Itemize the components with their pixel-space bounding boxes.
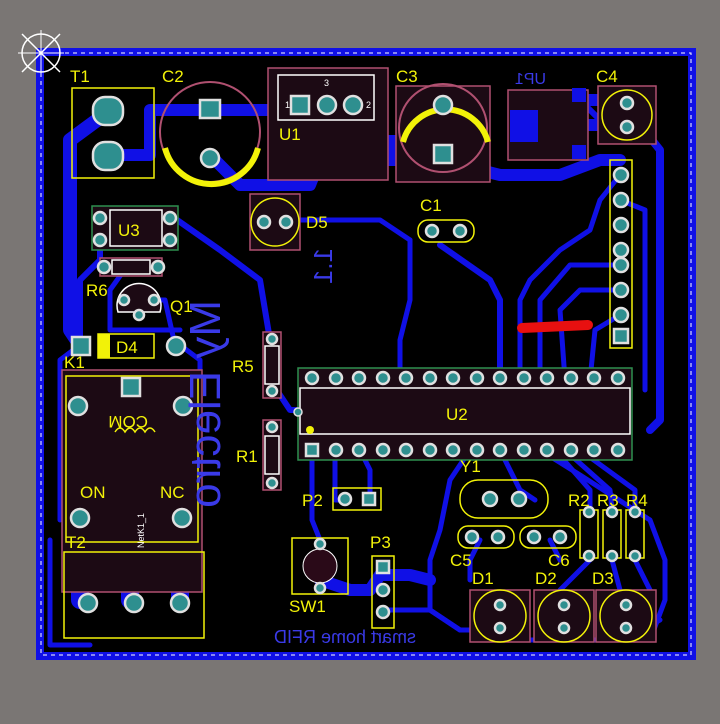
label-r5: R5 <box>232 357 254 376</box>
label-relay-com: COM <box>108 412 148 431</box>
via <box>293 407 303 417</box>
version-text-bottom-layer: 1.1 <box>308 248 338 284</box>
component-t2: T2 <box>63 533 205 639</box>
component-c1: C1 <box>417 196 475 243</box>
component-d2: D2 <box>533 569 595 643</box>
component-t1: T1 <box>70 67 155 179</box>
label-r6: R6 <box>86 281 108 300</box>
component-c2: C2 <box>159 67 261 188</box>
label-q1: Q1 <box>170 297 193 316</box>
label-r4: R4 <box>626 491 648 510</box>
component-d3: D3 <box>592 569 657 643</box>
label-sw1: SW1 <box>289 597 326 616</box>
label-d1: D1 <box>472 569 494 588</box>
keepout-outline <box>40 52 692 656</box>
label-u2: U2 <box>446 405 468 424</box>
label-c2: C2 <box>162 67 184 86</box>
label-r3: R3 <box>597 491 619 510</box>
brand-text-bottom-layer: My Electro <box>181 300 230 508</box>
label-c5: C5 <box>450 551 472 570</box>
component-p3: P3 <box>370 533 395 629</box>
component-u1: 1 2 3 U1 <box>267 67 389 181</box>
svg-text:1: 1 <box>285 100 290 110</box>
label-p3: P3 <box>370 533 391 552</box>
component-c3: C3 <box>395 67 491 183</box>
label-relay-on: ON <box>80 483 106 502</box>
header-connector-right <box>609 159 633 349</box>
label-d4: D4 <box>116 338 138 357</box>
component-r1: R1 <box>236 419 282 491</box>
component-r3: R3 <box>597 491 622 563</box>
label-net-k1: NetK1_1 <box>136 513 146 548</box>
label-r1: R1 <box>236 447 258 466</box>
u2-pin-row-bottom <box>304 442 626 458</box>
origin-crosshair-icon <box>18 30 64 76</box>
component-r6: R6 <box>86 257 166 300</box>
component-y1: Y1 <box>459 457 549 519</box>
label-d3: D3 <box>592 569 614 588</box>
component-r4: R4 <box>625 491 648 563</box>
component-r5: R5 <box>232 331 282 399</box>
label-u1: U1 <box>279 125 301 144</box>
label-c4: C4 <box>596 67 618 86</box>
svg-text:3: 3 <box>324 78 329 88</box>
component-u2: U2 <box>297 367 633 461</box>
label-up1: UP1 <box>515 71 546 88</box>
label-r2: R2 <box>568 491 590 510</box>
top-layer-trace <box>517 320 593 333</box>
component-r2: R2 <box>568 491 599 563</box>
component-c5: C5 <box>450 525 515 570</box>
label-t1: T1 <box>70 67 90 86</box>
component-c6: C6 <box>519 525 577 570</box>
component-up1: UP1 <box>507 71 589 161</box>
label-d2: D2 <box>535 569 557 588</box>
label-relay-nc: NC <box>160 483 185 502</box>
label-k1: K1 <box>64 353 85 372</box>
component-sw1: SW1 <box>289 537 349 616</box>
component-u3: U3 <box>91 205 179 251</box>
u2-pin-row-top <box>304 370 626 386</box>
component-d1: D1 <box>469 569 531 643</box>
label-c3: C3 <box>396 67 418 86</box>
label-u3: U3 <box>118 221 140 240</box>
label-p2: P2 <box>302 491 323 510</box>
label-c6: C6 <box>548 551 570 570</box>
component-q1: Q1 <box>116 282 193 322</box>
component-c4: C4 <box>596 67 657 145</box>
label-d5: D5 <box>306 213 328 232</box>
component-d5: D5 <box>249 193 328 251</box>
subtitle-text-bottom-layer: smart home RFID <box>274 627 416 647</box>
component-k1: K1 COM ON NC NetK1_1 <box>61 353 203 593</box>
label-y1: Y1 <box>460 457 481 476</box>
label-c1: C1 <box>420 196 442 215</box>
component-p2: P2 <box>302 487 382 511</box>
svg-text:2: 2 <box>366 100 371 110</box>
component-d4: D4 <box>70 333 187 359</box>
label-t2: T2 <box>66 533 86 552</box>
